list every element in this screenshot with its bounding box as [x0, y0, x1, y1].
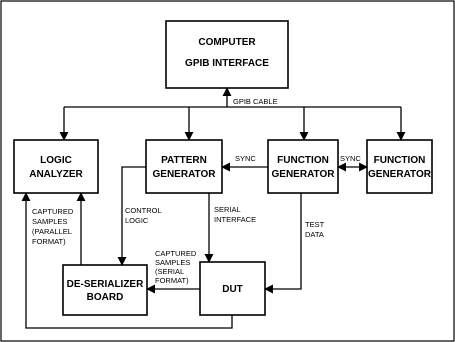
captured-serial-label-3: (SERIAL [155, 267, 184, 276]
captured-serial-label-1: CAPTURED [155, 249, 197, 258]
deserializer-title-1: DE-SERIALIZER [67, 279, 144, 290]
control-logic-label-2: LOGIC [125, 216, 149, 225]
sync-label-1: SYNC [235, 154, 256, 163]
computer-title: COMPUTER [198, 37, 256, 48]
function-generator-1-title-2: GENERATOR [272, 169, 336, 180]
logic-analyzer-title-2: ANALYZER [29, 169, 83, 180]
captured-parallel-label-2: SAMPLES [32, 217, 67, 226]
control-logic-line [117, 166, 146, 266]
captured-parallel-label-4: FORMAT) [32, 237, 66, 246]
logic-analyzer-title-1: LOGIC [40, 155, 72, 166]
gpib-cable-label: GPIB CABLE [233, 97, 278, 106]
dut-to-logic-analyzer-line [21, 192, 233, 329]
captured-serial-label-4: FORMAT) [155, 276, 189, 285]
pattern-generator-box: PATTERN GENERATOR [145, 139, 223, 194]
function-generator-2-title-2: GENERATOR [368, 169, 432, 180]
deserializer-title-2: BOARD [87, 292, 124, 303]
pattern-generator-title-2: GENERATOR [153, 169, 217, 180]
function-generator-2-title-1: FUNCTION [374, 155, 426, 166]
logic-analyzer-box: LOGIC ANALYZER [13, 139, 99, 194]
function-generator-2-box: FUNCTION GENERATOR [366, 139, 433, 194]
sync-label-2: SYNC [340, 154, 361, 163]
captured-serial-label-2: SAMPLES [155, 258, 190, 267]
dut-title: DUT [222, 284, 243, 295]
function-generator-1-title-1: FUNCTION [277, 155, 329, 166]
control-logic-label-1: CONTROL [125, 206, 162, 215]
gpib-interface-title: GPIB INTERFACE [185, 58, 269, 69]
test-data-label-2: DATA [305, 230, 324, 239]
dut-box: DUT [199, 261, 266, 316]
test-data-label-1: TEST [305, 220, 325, 229]
serial-interface-label-1: SERIAL [214, 205, 241, 214]
computer-box: COMPUTER GPIB INTERFACE [165, 20, 289, 89]
pattern-generator-title-1: PATTERN [161, 155, 207, 166]
captured-parallel-label-3: (PARALLEL [32, 227, 72, 236]
deserializer-board-box: DE-SERIALIZER BOARD [62, 264, 148, 316]
test-data-line [264, 193, 302, 294]
captured-parallel-label-1: CAPTURED [32, 207, 74, 216]
serial-interface-label-2: INTERFACE [214, 215, 256, 224]
function-generator-1-box: FUNCTION GENERATOR [267, 139, 339, 194]
